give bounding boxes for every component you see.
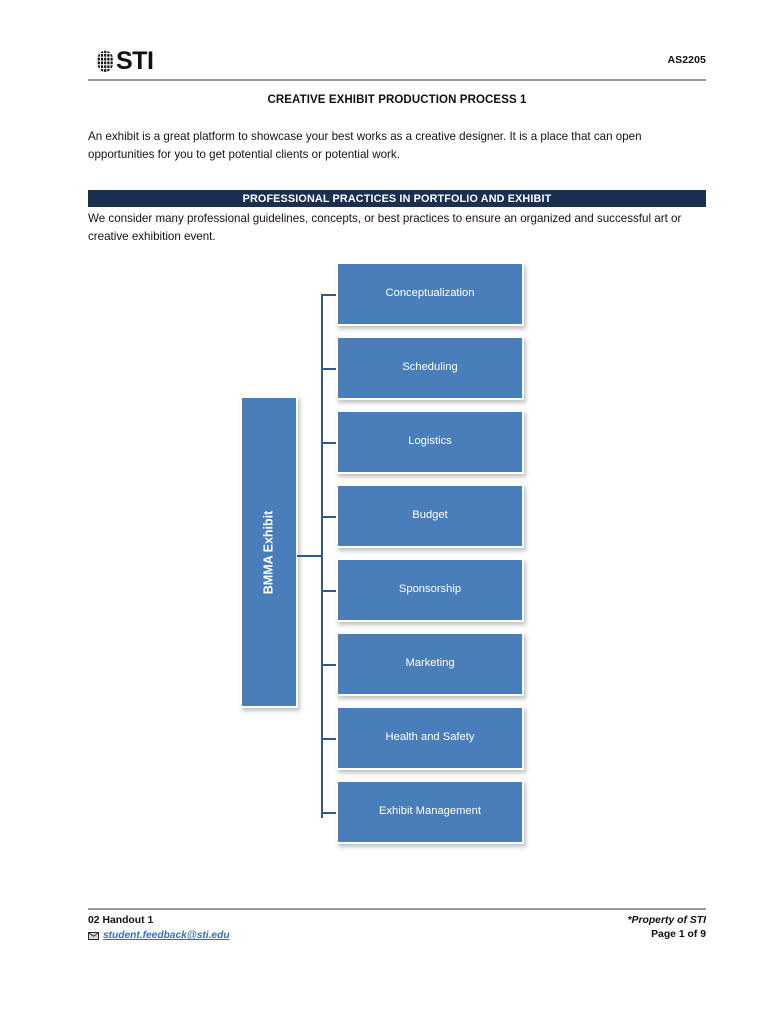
diagram-node-marketing: Marketing (336, 632, 524, 696)
diagram-node-sponsorship: Sponsorship (336, 558, 524, 622)
handout-label: 02 Handout 1 (88, 915, 154, 926)
diagram-node-label: Exhibit Management (379, 805, 481, 818)
diagram-node-label: Conceptualization (385, 287, 475, 300)
diagram-root-node: BMMA Exhibit (240, 396, 298, 708)
connector-branch-3 (321, 442, 338, 444)
connector-branch-1 (321, 294, 338, 296)
header-divider (88, 79, 706, 81)
diagram-node-label: Logistics (408, 435, 452, 448)
page-title: CREATIVE EXHIBIT PRODUCTION PROCESS 1 (267, 94, 527, 106)
diagram-node-scheduling: Scheduling (336, 336, 524, 400)
section-body-text: We consider many professional guidelines… (88, 212, 682, 243)
connector-branch-7 (321, 738, 338, 740)
student-feedback-email-link[interactable]: student.feedback@sti.edu (103, 930, 230, 941)
connector-branch-4 (321, 516, 338, 518)
diagram-node-health-and-safety: Health and Safety (336, 706, 524, 770)
diagram-node-label: Health and Safety (385, 731, 475, 744)
connector-spine (321, 294, 323, 818)
intro-paragraph: An exhibit is a great platform to showca… (88, 130, 642, 161)
diagram-node-budget: Budget (336, 484, 524, 548)
globe-icon (96, 50, 114, 72)
property-notice: *Property of STI (627, 915, 706, 926)
diagram-node-label: Sponsorship (398, 583, 462, 596)
footer-email-row: student.feedback@sti.edu (88, 930, 230, 941)
footer-left: 02 Handout 1 student.feedback@sti.edu (88, 914, 230, 941)
connector-branch-6 (321, 664, 338, 666)
diagram-node-label: Budget (412, 509, 448, 522)
connector-branch-8 (321, 812, 338, 814)
diagram-node-exhibit-management: Exhibit Management (336, 780, 524, 844)
section-header-bar: PROFESSIONAL PRACTICES IN PORTFOLIO AND … (88, 190, 706, 207)
connector-branch-5 (321, 590, 338, 592)
diagram-root-label: BMMA Exhibit (261, 510, 276, 594)
connector-branch-2 (321, 368, 338, 370)
sti-logo-text: STI (116, 46, 154, 75)
sti-logo: STI (96, 46, 154, 76)
diagram-node-label: Marketing (405, 657, 455, 670)
diagram-node-label: Scheduling (402, 361, 458, 374)
diagram-node-logistics: Logistics (336, 410, 524, 474)
diagram-node-conceptualization: Conceptualization (336, 262, 524, 326)
footer-right: *Property of STI Page 1 of 9 (627, 914, 706, 942)
page-footer: 02 Handout 1 student.feedback@sti.edu *P… (88, 914, 706, 954)
footer-divider (88, 908, 706, 910)
page-header: STI AS2205 (88, 42, 706, 84)
document-code: AS2205 (667, 54, 706, 66)
envelope-icon (88, 931, 99, 940)
connector-root-stub (297, 555, 323, 557)
page-number: Page 1 of 9 (651, 929, 706, 940)
